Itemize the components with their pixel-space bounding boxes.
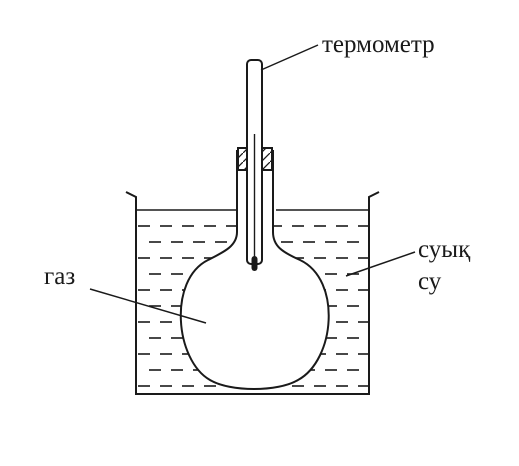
thermometer-leader xyxy=(260,44,319,71)
thermometer-label: термометр xyxy=(322,31,435,58)
thermometer xyxy=(246,59,263,271)
gas-label: газ xyxy=(44,263,76,290)
water-leader xyxy=(345,251,416,277)
cold-water-label-line1: суық xyxy=(418,236,471,263)
cold-water-label-line2: су xyxy=(418,268,442,295)
leader-lines xyxy=(89,44,416,324)
gas-leader xyxy=(89,288,207,324)
beaker xyxy=(125,191,380,395)
